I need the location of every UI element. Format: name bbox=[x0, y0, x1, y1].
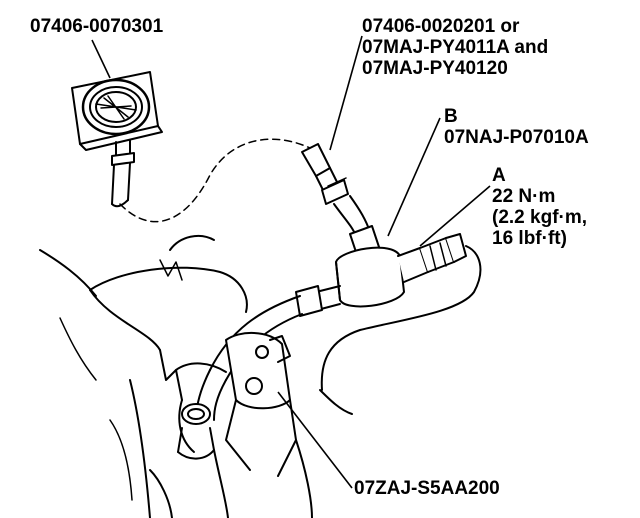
gauge-part-number: 07406-0070301 bbox=[30, 16, 164, 37]
leader-gauge bbox=[91, 39, 111, 79]
leader-hose bbox=[329, 35, 363, 151]
leader-b bbox=[387, 117, 441, 237]
hose-drawing bbox=[301, 143, 371, 237]
callout-a-lbf: 16 lbf·ft) bbox=[492, 228, 567, 249]
hose-part-number-line3: 07MAJ-PY40120 bbox=[362, 58, 508, 79]
pressure-gauge-drawing bbox=[71, 71, 163, 208]
hose-part-number-line2: 07MAJ-PY4011A and bbox=[362, 37, 549, 58]
fitting-assembly-drawing bbox=[195, 225, 482, 421]
callout-a-kgf: (2.2 kgf·m, bbox=[492, 207, 588, 228]
leader-a bbox=[419, 185, 491, 247]
callout-a-torque: 22 N·m bbox=[492, 186, 556, 207]
dashed-hose-line bbox=[119, 138, 311, 223]
engine-outline-drawing bbox=[39, 234, 353, 518]
leader-bottom bbox=[277, 391, 353, 489]
leader-lines bbox=[91, 35, 491, 489]
callout-b-part-number: 07NAJ-P07010A bbox=[444, 127, 589, 148]
bottom-part-number: 07ZAJ-S5AA200 bbox=[354, 478, 500, 499]
callout-b-letter: B bbox=[444, 106, 458, 127]
hose-part-number-line1: 07406-0020201 or bbox=[362, 16, 520, 37]
callout-a-letter: A bbox=[492, 165, 506, 186]
